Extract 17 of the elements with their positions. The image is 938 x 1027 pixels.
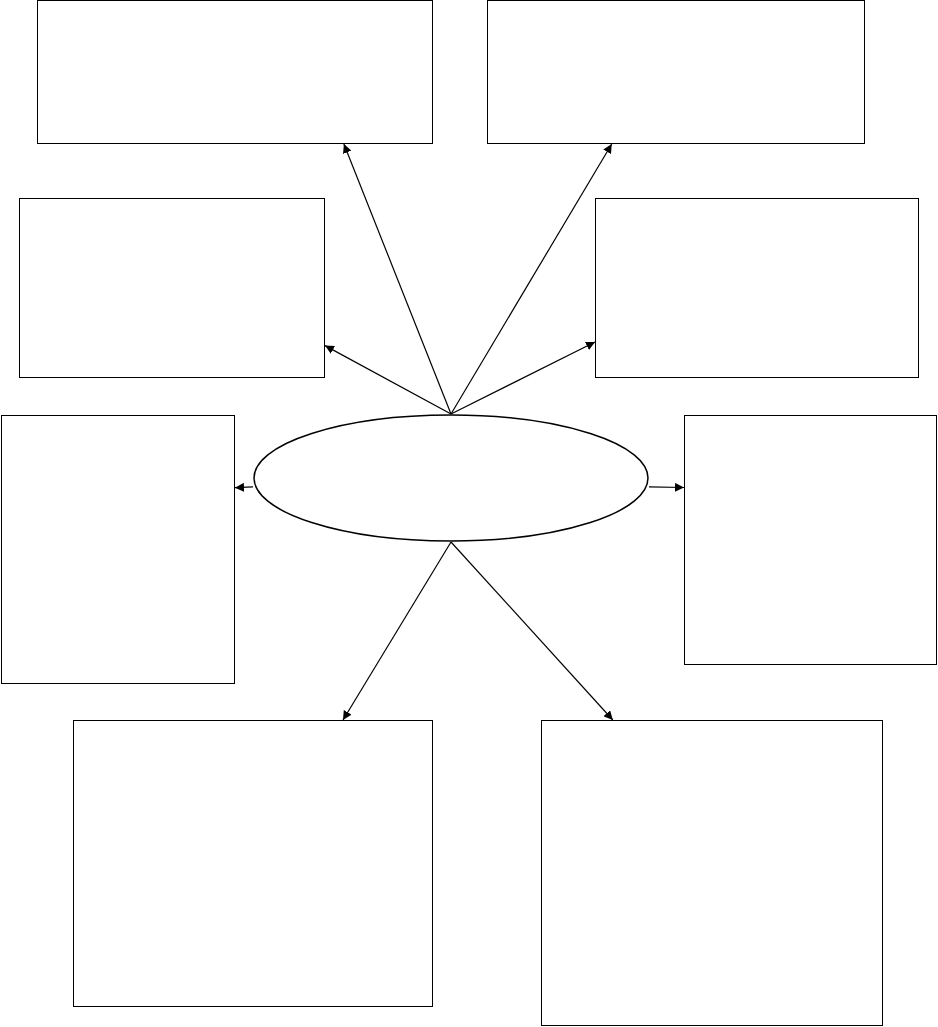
arrow bbox=[450, 143, 613, 415]
empty-box bbox=[19, 198, 325, 378]
arrow bbox=[450, 341, 596, 415]
empty-box bbox=[487, 0, 865, 144]
empty-box bbox=[73, 720, 433, 1007]
empty-box bbox=[1, 415, 235, 684]
arrow bbox=[324, 345, 452, 415]
empty-box bbox=[595, 198, 919, 378]
arrow bbox=[342, 541, 452, 721]
empty-box bbox=[684, 415, 937, 665]
empty-box bbox=[541, 720, 883, 1026]
empty-box bbox=[37, 0, 433, 144]
ellipse-shape bbox=[253, 414, 649, 542]
arrow bbox=[234, 482, 254, 492]
arrow bbox=[648, 482, 685, 492]
arrow bbox=[343, 143, 452, 415]
arrow bbox=[450, 541, 614, 721]
